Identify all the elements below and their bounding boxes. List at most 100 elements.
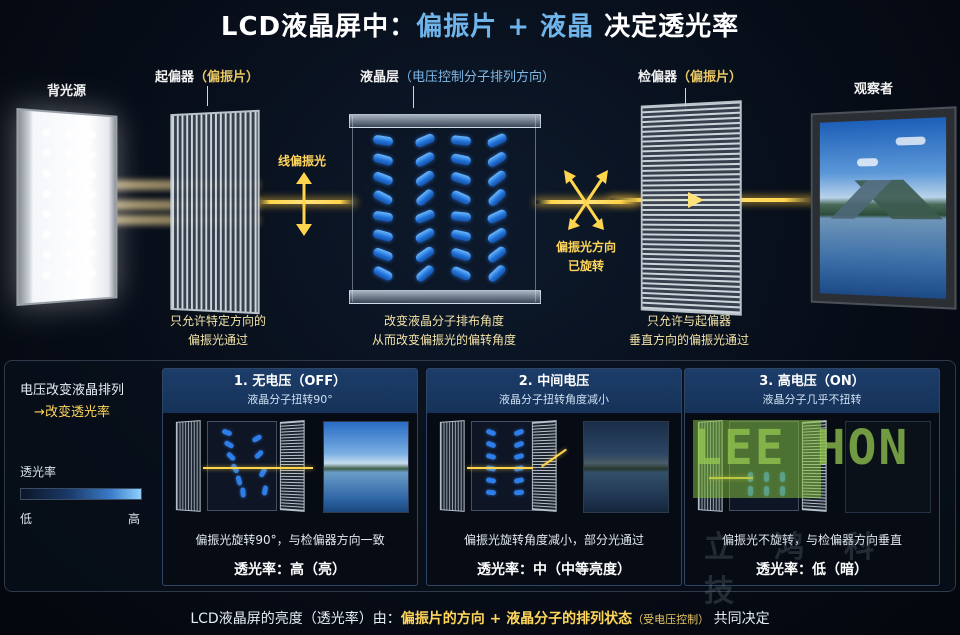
lc-molecule bbox=[414, 187, 436, 208]
state-title: 3. 高电压（ON） bbox=[759, 374, 865, 389]
backlight-label: 背光源 bbox=[47, 84, 87, 99]
lc-molecule bbox=[486, 263, 508, 284]
lc-molecule bbox=[450, 229, 472, 242]
lc-molecule bbox=[486, 226, 508, 245]
watermark-chinese: 立鸿科技 bbox=[704, 530, 914, 609]
state-card-off: 1. 无电压（OFF） 液晶分子扭转90° 偏振光旋转90°，与检偏器方向一致 … bbox=[162, 368, 418, 586]
gradient-low-label: 低 bbox=[20, 512, 33, 526]
mini-beam bbox=[203, 467, 313, 469]
lc-molecule bbox=[486, 187, 508, 208]
title-suffix: 决定透光率 bbox=[594, 12, 740, 42]
legend-title-line2: →改变透光率 bbox=[34, 405, 110, 420]
lc-molecule bbox=[486, 132, 508, 149]
polarizer-caption-line1: 只允许特定方向的 bbox=[169, 314, 266, 328]
mini-screen-bright bbox=[323, 421, 409, 513]
rotated-label: 偏振光方向 已旋转 bbox=[548, 238, 624, 276]
polarizer-label: 起偏器（偏振片） bbox=[155, 66, 259, 85]
lc-molecule bbox=[372, 210, 394, 223]
observer-display bbox=[810, 106, 957, 310]
footer-prefix: LCD液晶屏的亮度（透光率）由： bbox=[190, 611, 401, 627]
lc-molecule bbox=[414, 132, 436, 149]
rotated-polarization-arrows-icon bbox=[564, 170, 608, 230]
lc-molecule bbox=[414, 245, 436, 264]
footer-suffix: 共同决定 bbox=[709, 611, 770, 627]
analyzer-label-main: 检偏器 bbox=[638, 70, 678, 85]
lc-molecule bbox=[450, 189, 472, 206]
mini-screen-dim bbox=[583, 421, 669, 513]
lc-molecule bbox=[450, 210, 472, 223]
mini-beam bbox=[467, 467, 533, 469]
observer-label: 观察者 bbox=[854, 82, 894, 97]
lc-layer-pointer bbox=[413, 86, 414, 108]
lc-layer-label-paren: （电压控制分子排列方向） bbox=[399, 70, 556, 85]
lc-molecule bbox=[372, 188, 394, 207]
lc-molecule bbox=[414, 150, 436, 169]
polarizer-label-main: 起偏器 bbox=[155, 70, 195, 85]
state-subtitle: 液晶分子扭转90° bbox=[247, 393, 333, 406]
lc-molecule bbox=[414, 263, 436, 284]
analyzer-pointer bbox=[685, 88, 686, 110]
lc-molecule bbox=[450, 134, 472, 147]
watermark-logo: LEE HON bbox=[693, 420, 933, 498]
state-description: 偏振光旋转角度减小，部分光通过 bbox=[463, 533, 644, 547]
title-highlight: 偏振片 + 液晶 bbox=[416, 12, 595, 42]
rotated-label-line2: 已旋转 bbox=[567, 259, 604, 273]
state-card-header: 2. 中间电压 液晶分子扭转角度减小 bbox=[427, 369, 681, 413]
state-card-header: 1. 无电压（OFF） 液晶分子扭转90° bbox=[163, 369, 417, 413]
lc-molecule bbox=[450, 247, 472, 262]
lc-molecule bbox=[372, 152, 394, 167]
lc-molecule bbox=[414, 208, 436, 225]
lc-top-glass bbox=[349, 114, 541, 128]
lc-caption: 改变液晶分子排布角度 从而改变偏振光的偏转角度 bbox=[362, 312, 526, 350]
lc-molecule bbox=[414, 226, 436, 245]
footer-plus: + bbox=[484, 611, 507, 627]
legend-title-line1: 电压改变液晶排列 bbox=[20, 383, 125, 398]
state-description: 偏振光不旋转，与检偏器方向垂直 bbox=[721, 533, 902, 547]
state-transmittance: 透光率：高（亮） bbox=[234, 562, 346, 578]
beam-arrowhead-icon bbox=[688, 192, 704, 208]
lc-molecule bbox=[486, 244, 508, 265]
lc-caption-line1: 改变液晶分子排布角度 bbox=[383, 314, 504, 328]
state-card-header: 3. 高电压（ON） 液晶分子几乎不扭转 bbox=[685, 369, 939, 413]
lc-molecule bbox=[372, 134, 394, 147]
state-title: 1. 无电压（OFF） bbox=[233, 374, 347, 389]
lc-molecule bbox=[450, 265, 472, 282]
footer-note: （受电压控制） bbox=[632, 613, 710, 626]
polarizer-front bbox=[170, 109, 260, 315]
mini-analyzer bbox=[279, 420, 305, 512]
lc-caption-line2: 从而改变偏振光的偏转角度 bbox=[371, 333, 516, 347]
state-title: 2. 中间电压 bbox=[518, 374, 590, 389]
title-prefix: LCD液晶屏中： bbox=[220, 12, 417, 42]
lc-molecule bbox=[372, 170, 394, 187]
lc-molecule bbox=[450, 153, 472, 166]
state-transmittance: 透光率：低（暗） bbox=[756, 562, 868, 578]
lc-molecule bbox=[486, 208, 508, 225]
lc-molecule bbox=[486, 168, 508, 189]
lc-layer-label-main: 液晶层 bbox=[360, 70, 400, 85]
footer-part2: 液晶分子的排列状态 bbox=[506, 611, 633, 627]
landscape-image bbox=[819, 117, 947, 299]
mini-lc-cell bbox=[471, 421, 541, 511]
state-card-mid: 2. 中间电压 液晶分子扭转角度减小 偏振光旋转角度减小，部分光通过 透光率：中… bbox=[426, 368, 682, 586]
analyzer-polarizer bbox=[640, 100, 742, 316]
lc-molecule bbox=[372, 246, 394, 263]
lc-molecule bbox=[372, 228, 394, 243]
state-subtitle: 液晶分子扭转角度减小 bbox=[499, 393, 609, 406]
liquid-crystal-cell bbox=[349, 114, 541, 304]
lc-bottom-glass bbox=[349, 290, 541, 304]
lc-molecule bbox=[414, 169, 436, 188]
vertical-polarization-arrow-icon bbox=[296, 172, 312, 236]
state-subtitle: 液晶分子几乎不扭转 bbox=[762, 393, 862, 406]
polarizer-caption-line2: 偏振光通过 bbox=[187, 333, 248, 347]
watermark-box bbox=[693, 420, 821, 498]
mini-lc-cell bbox=[207, 421, 277, 511]
footer-summary: LCD液晶屏的亮度（透光率）由：偏振片的方向 + 液晶分子的排列状态（受电压控制… bbox=[0, 608, 960, 628]
lc-molecule bbox=[486, 150, 508, 169]
polarizer-label-paren: （偏振片） bbox=[194, 70, 260, 85]
backlight-panel bbox=[16, 107, 118, 307]
analyzer-label-paren: （偏振片） bbox=[677, 70, 743, 85]
footer-part1: 偏振片的方向 bbox=[400, 611, 485, 627]
analyzer-caption: 只允许与起偏器 垂直方向的偏振光通过 bbox=[612, 312, 766, 350]
polarizer-pointer bbox=[207, 86, 208, 106]
analyzer-caption-line2: 垂直方向的偏振光通过 bbox=[628, 333, 749, 347]
